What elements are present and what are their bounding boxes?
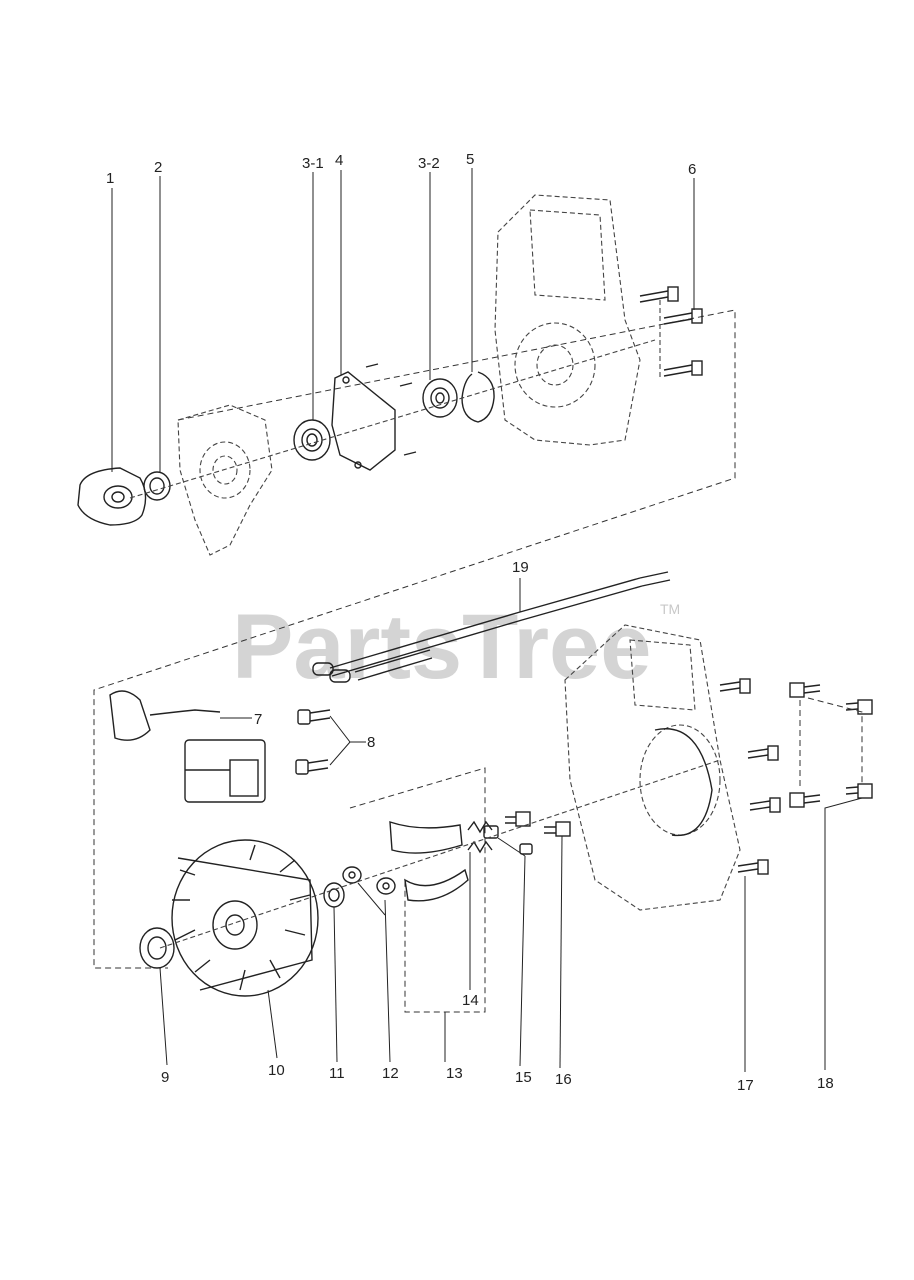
lower-assembly	[109, 571, 873, 1013]
upper-assembly-dashed-boundary	[93, 309, 736, 969]
part-2-seal-ring	[143, 471, 171, 501]
callout-8: 8	[367, 734, 375, 751]
watermark-trademark: TM	[660, 601, 680, 617]
callout-3-2: 3-2	[418, 155, 440, 172]
part-8-screws	[295, 709, 331, 775]
callout-18: 18	[817, 1075, 834, 1092]
part-17-bolts	[719, 678, 781, 875]
callout-7: 7	[254, 711, 262, 728]
crankcase-right-half	[494, 194, 641, 446]
part-9-seal	[139, 927, 175, 969]
part-1-cover-cup	[77, 467, 147, 526]
callout-19: 19	[512, 559, 529, 576]
part-11-nut	[323, 882, 345, 908]
callout-17: 17	[737, 1077, 754, 1094]
crankcase-left-half	[177, 404, 273, 556]
callout-6: 6	[688, 161, 696, 178]
callout-14: 14	[462, 992, 479, 1009]
part-10-flywheel	[171, 839, 319, 997]
callout-numbers: 1 2 3-1 4 3-2 5 6 19 7 8 9 10 11 12 13 1…	[106, 151, 834, 1094]
callout-16: 16	[555, 1071, 572, 1088]
lower-shaft-axis	[159, 759, 721, 949]
part-12-washers	[342, 866, 396, 895]
callout-1: 1	[106, 170, 114, 187]
watermark-text: PartsTree	[232, 596, 651, 698]
leader-lines	[111, 168, 863, 1072]
callout-11: 11	[329, 1065, 345, 1082]
part-14-clutch-springs	[467, 820, 493, 854]
callout-13: 13	[446, 1065, 463, 1082]
callout-15: 15	[515, 1069, 532, 1086]
dowel-pins	[365, 363, 417, 456]
upper-assembly	[77, 194, 736, 969]
part-3-2-bearing	[422, 378, 458, 418]
fan-housing	[564, 624, 741, 911]
part-7-ignition-coil	[109, 690, 266, 803]
callout-5: 5	[466, 151, 474, 168]
callout-2: 2	[154, 159, 162, 176]
part-4-gasket	[331, 371, 396, 471]
callout-12: 12	[382, 1065, 399, 1082]
part-16-shoulder-bolts	[505, 811, 571, 837]
callout-3-1: 3-1	[302, 155, 324, 172]
callout-10: 10	[268, 1062, 285, 1079]
part-6-bolts	[639, 286, 703, 380]
callout-4: 4	[335, 152, 343, 169]
part-18-bolts	[789, 682, 873, 808]
part-13-clutch-assembly	[349, 767, 486, 1013]
callout-9: 9	[161, 1069, 169, 1086]
part-15-plates	[483, 825, 533, 855]
part-5-snap-ring	[461, 371, 495, 423]
upper-shaft-axis	[129, 339, 656, 499]
